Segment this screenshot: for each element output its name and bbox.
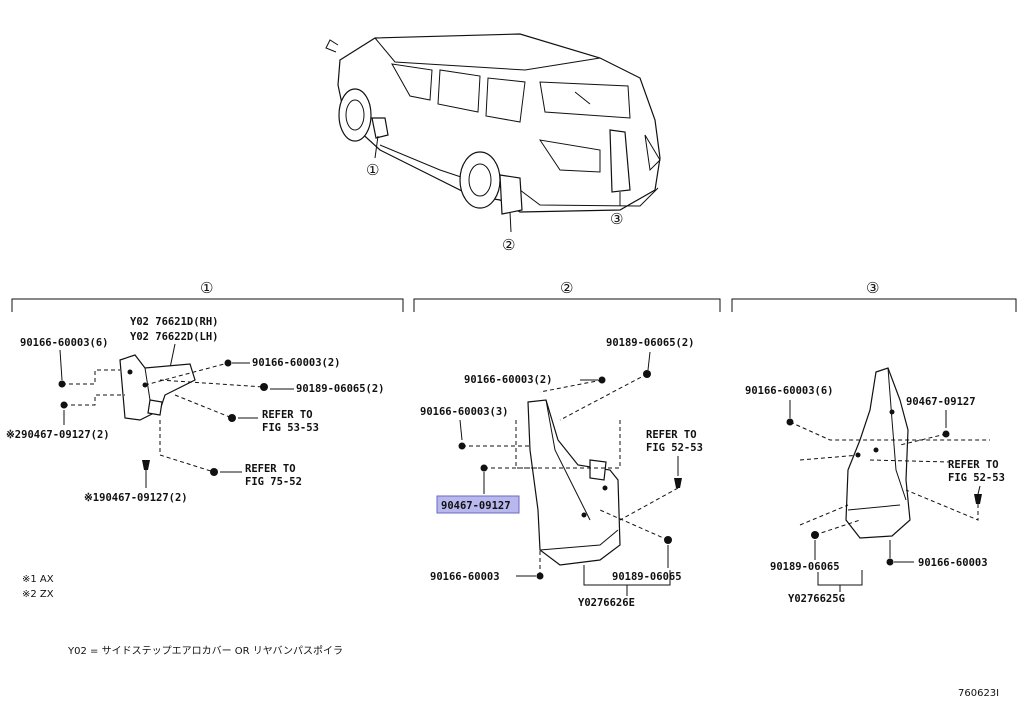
legend-note: Y02 = サイドステップエアロカバー OR リヤバンパスポイラ: [67, 645, 343, 657]
screw-90166-60003-s3[interactable]: 90166-60003: [918, 557, 988, 569]
part-number-y0276625g[interactable]: Y0276625G: [788, 593, 845, 605]
refer-fig-53-53-line2[interactable]: FIG 53-53: [262, 422, 319, 434]
part-number-y0276626e[interactable]: Y0276626E: [578, 597, 635, 609]
nut-90189-06065-s3[interactable]: 90189-06065: [770, 561, 840, 573]
section-2-header: ②: [560, 279, 573, 297]
mudguard-rear-part[interactable]: [845, 367, 911, 539]
screw-90166-60003-2-s2[interactable]: 90166-60003(2): [464, 374, 553, 386]
callout-3[interactable]: ③: [610, 210, 623, 228]
mudguard-rear-bumper-part[interactable]: [527, 399, 621, 566]
screw-90166-60003-2[interactable]: 90166-60003(2): [252, 357, 341, 369]
section-3: 90166-60003(6) 90467-09127 REFER TO FIG …: [745, 367, 1005, 605]
refer-fig-52-53-line2-s2[interactable]: FIG 52-53: [646, 442, 703, 454]
section-1-header: ①: [200, 279, 213, 297]
mudguard-side-step-part[interactable]: [119, 354, 196, 421]
refer-fig-53-53-line1[interactable]: REFER TO: [262, 409, 313, 421]
screw-90166-60003-3-s2[interactable]: 90166-60003(3): [420, 406, 509, 418]
refer-fig-52-53-line1-s3[interactable]: REFER TO: [948, 459, 999, 471]
clip-zx-90467-09127-2[interactable]: ※290467-09127(2): [6, 429, 110, 441]
part-number-rh[interactable]: Y02 76621D(RH): [130, 316, 219, 328]
nut-90189-06065-s2[interactable]: 90189-06065: [612, 571, 682, 583]
callout-2[interactable]: ②: [502, 236, 515, 254]
nut-90189-06065-2[interactable]: 90189-06065(2): [296, 383, 385, 395]
note-zx: ※2 ZX: [22, 589, 54, 600]
part-number-lh[interactable]: Y02 76622D(LH): [130, 331, 219, 343]
highlighted-part-box: [436, 495, 520, 514]
section-1: Y02 76621D(RH) Y02 76622D(LH) 90166-6000…: [6, 316, 385, 600]
nut-90189-06065-2-s2[interactable]: 90189-06065(2): [606, 337, 695, 349]
refer-fig-52-53-line2-s3[interactable]: FIG 52-53: [948, 472, 1005, 484]
refer-fig-75-52-line2[interactable]: FIG 75-52: [245, 476, 302, 488]
clip-90467-09127-highlighted[interactable]: 90467-09127: [441, 500, 511, 512]
clip-90467-09127-s3[interactable]: 90467-09127: [906, 396, 976, 408]
refer-fig-75-52-line1[interactable]: REFER TO: [245, 463, 296, 475]
screw-90166-60003-6[interactable]: 90166-60003(6): [20, 337, 109, 349]
section-brackets: ① ② ③: [11, 279, 1017, 312]
section-3-header: ③: [866, 279, 879, 297]
note-ax: ※1 AX: [22, 574, 54, 585]
figure-code: 760623I: [958, 688, 999, 699]
screw-90166-60003-s2[interactable]: 90166-60003: [430, 571, 500, 583]
refer-fig-52-53-line1-s2[interactable]: REFER TO: [646, 429, 697, 441]
clip-ax-90467-09127-2[interactable]: ※190467-09127(2): [84, 492, 188, 504]
callout-1[interactable]: ①: [366, 161, 379, 179]
screw-90166-60003-6-s3[interactable]: 90166-60003(6): [745, 385, 834, 397]
section-2: 90189-06065(2) 90166-60003(2) 90166-6000…: [420, 337, 703, 609]
vehicle-illustration: ① ② ③: [325, 33, 661, 254]
